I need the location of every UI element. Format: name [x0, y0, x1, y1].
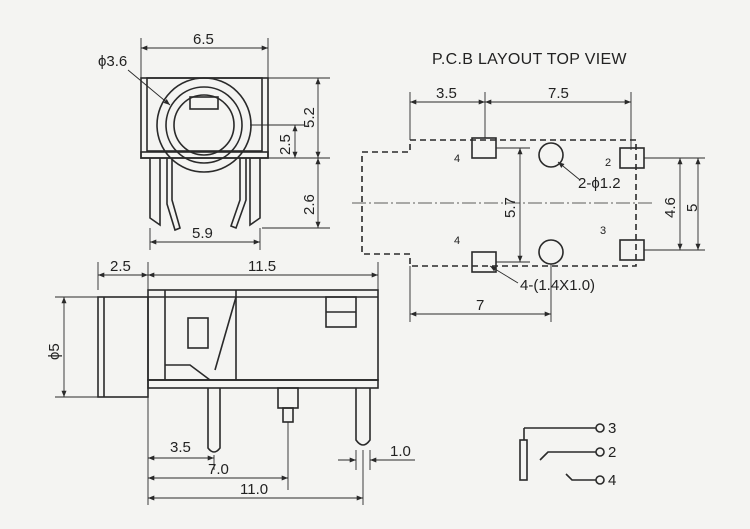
pcb-right-height-label: 4.6	[662, 197, 679, 218]
pin-label-4-bottom: 4	[454, 235, 460, 247]
side-view: 2.5 11.5 ϕ5 3.5 7.0	[46, 258, 415, 505]
schematic-symbol: 3 2 4	[519, 420, 616, 489]
mount-hole-top	[538, 142, 564, 168]
side-dia-label: ϕ5	[46, 343, 63, 360]
schematic-pin-4: 4	[608, 472, 616, 489]
mount-hole-bottom	[538, 239, 564, 265]
schematic-pin-3: 3	[608, 420, 616, 437]
front-width-label: 6.5	[193, 31, 214, 48]
pcb-outer-height-label: 5	[684, 204, 701, 212]
pad-4-top	[471, 137, 497, 159]
schematic-pin-2: 2	[608, 444, 616, 461]
pad-4-bottom	[471, 251, 497, 273]
pin2-offset-label: 7.0	[208, 461, 229, 478]
pin1-offset-label: 3.5	[170, 439, 191, 456]
pcb-top-view: P.C.B LAYOUT TOP VIEW 3.5 7.5 4 4 2 3 5.…	[352, 51, 705, 322]
pad-2	[619, 147, 645, 169]
pcb-view-title: P.C.B LAYOUT TOP VIEW	[432, 51, 627, 68]
front-view: 6.5 ϕ3.6 5.2 2.5 2.6 5.9	[98, 31, 330, 250]
pcb-pitch-label: 7.5	[548, 85, 569, 102]
pin-length-label: 2.6	[301, 194, 318, 215]
pin-label-4-top: 4	[454, 153, 460, 165]
pin-width-label: 1.0	[390, 443, 411, 460]
pad-3	[619, 239, 645, 261]
pcb-holes-label: 2-ϕ1.2	[578, 175, 621, 192]
nose-length-label: 2.5	[110, 258, 131, 275]
front-height-label: 5.2	[301, 107, 318, 128]
pcb-inner-height-label: 5.7	[502, 197, 519, 218]
body-length-label: 11.5	[248, 258, 276, 275]
total-length-label: 11.0	[240, 481, 268, 498]
pin-label-3: 3	[600, 225, 606, 237]
sleeve-bar	[519, 439, 528, 481]
hole-dia-label: ϕ3.6	[98, 53, 127, 70]
pcb-left-offset-label: 3.5	[436, 85, 457, 102]
pin-label-2: 2	[605, 157, 611, 169]
front-center-label: 2.5	[277, 134, 294, 155]
pin-span-label: 5.9	[192, 225, 213, 242]
pcb-pads-label: 4-(1.4X1.0)	[520, 277, 595, 294]
pcb-bottom-label: 7	[476, 297, 484, 314]
